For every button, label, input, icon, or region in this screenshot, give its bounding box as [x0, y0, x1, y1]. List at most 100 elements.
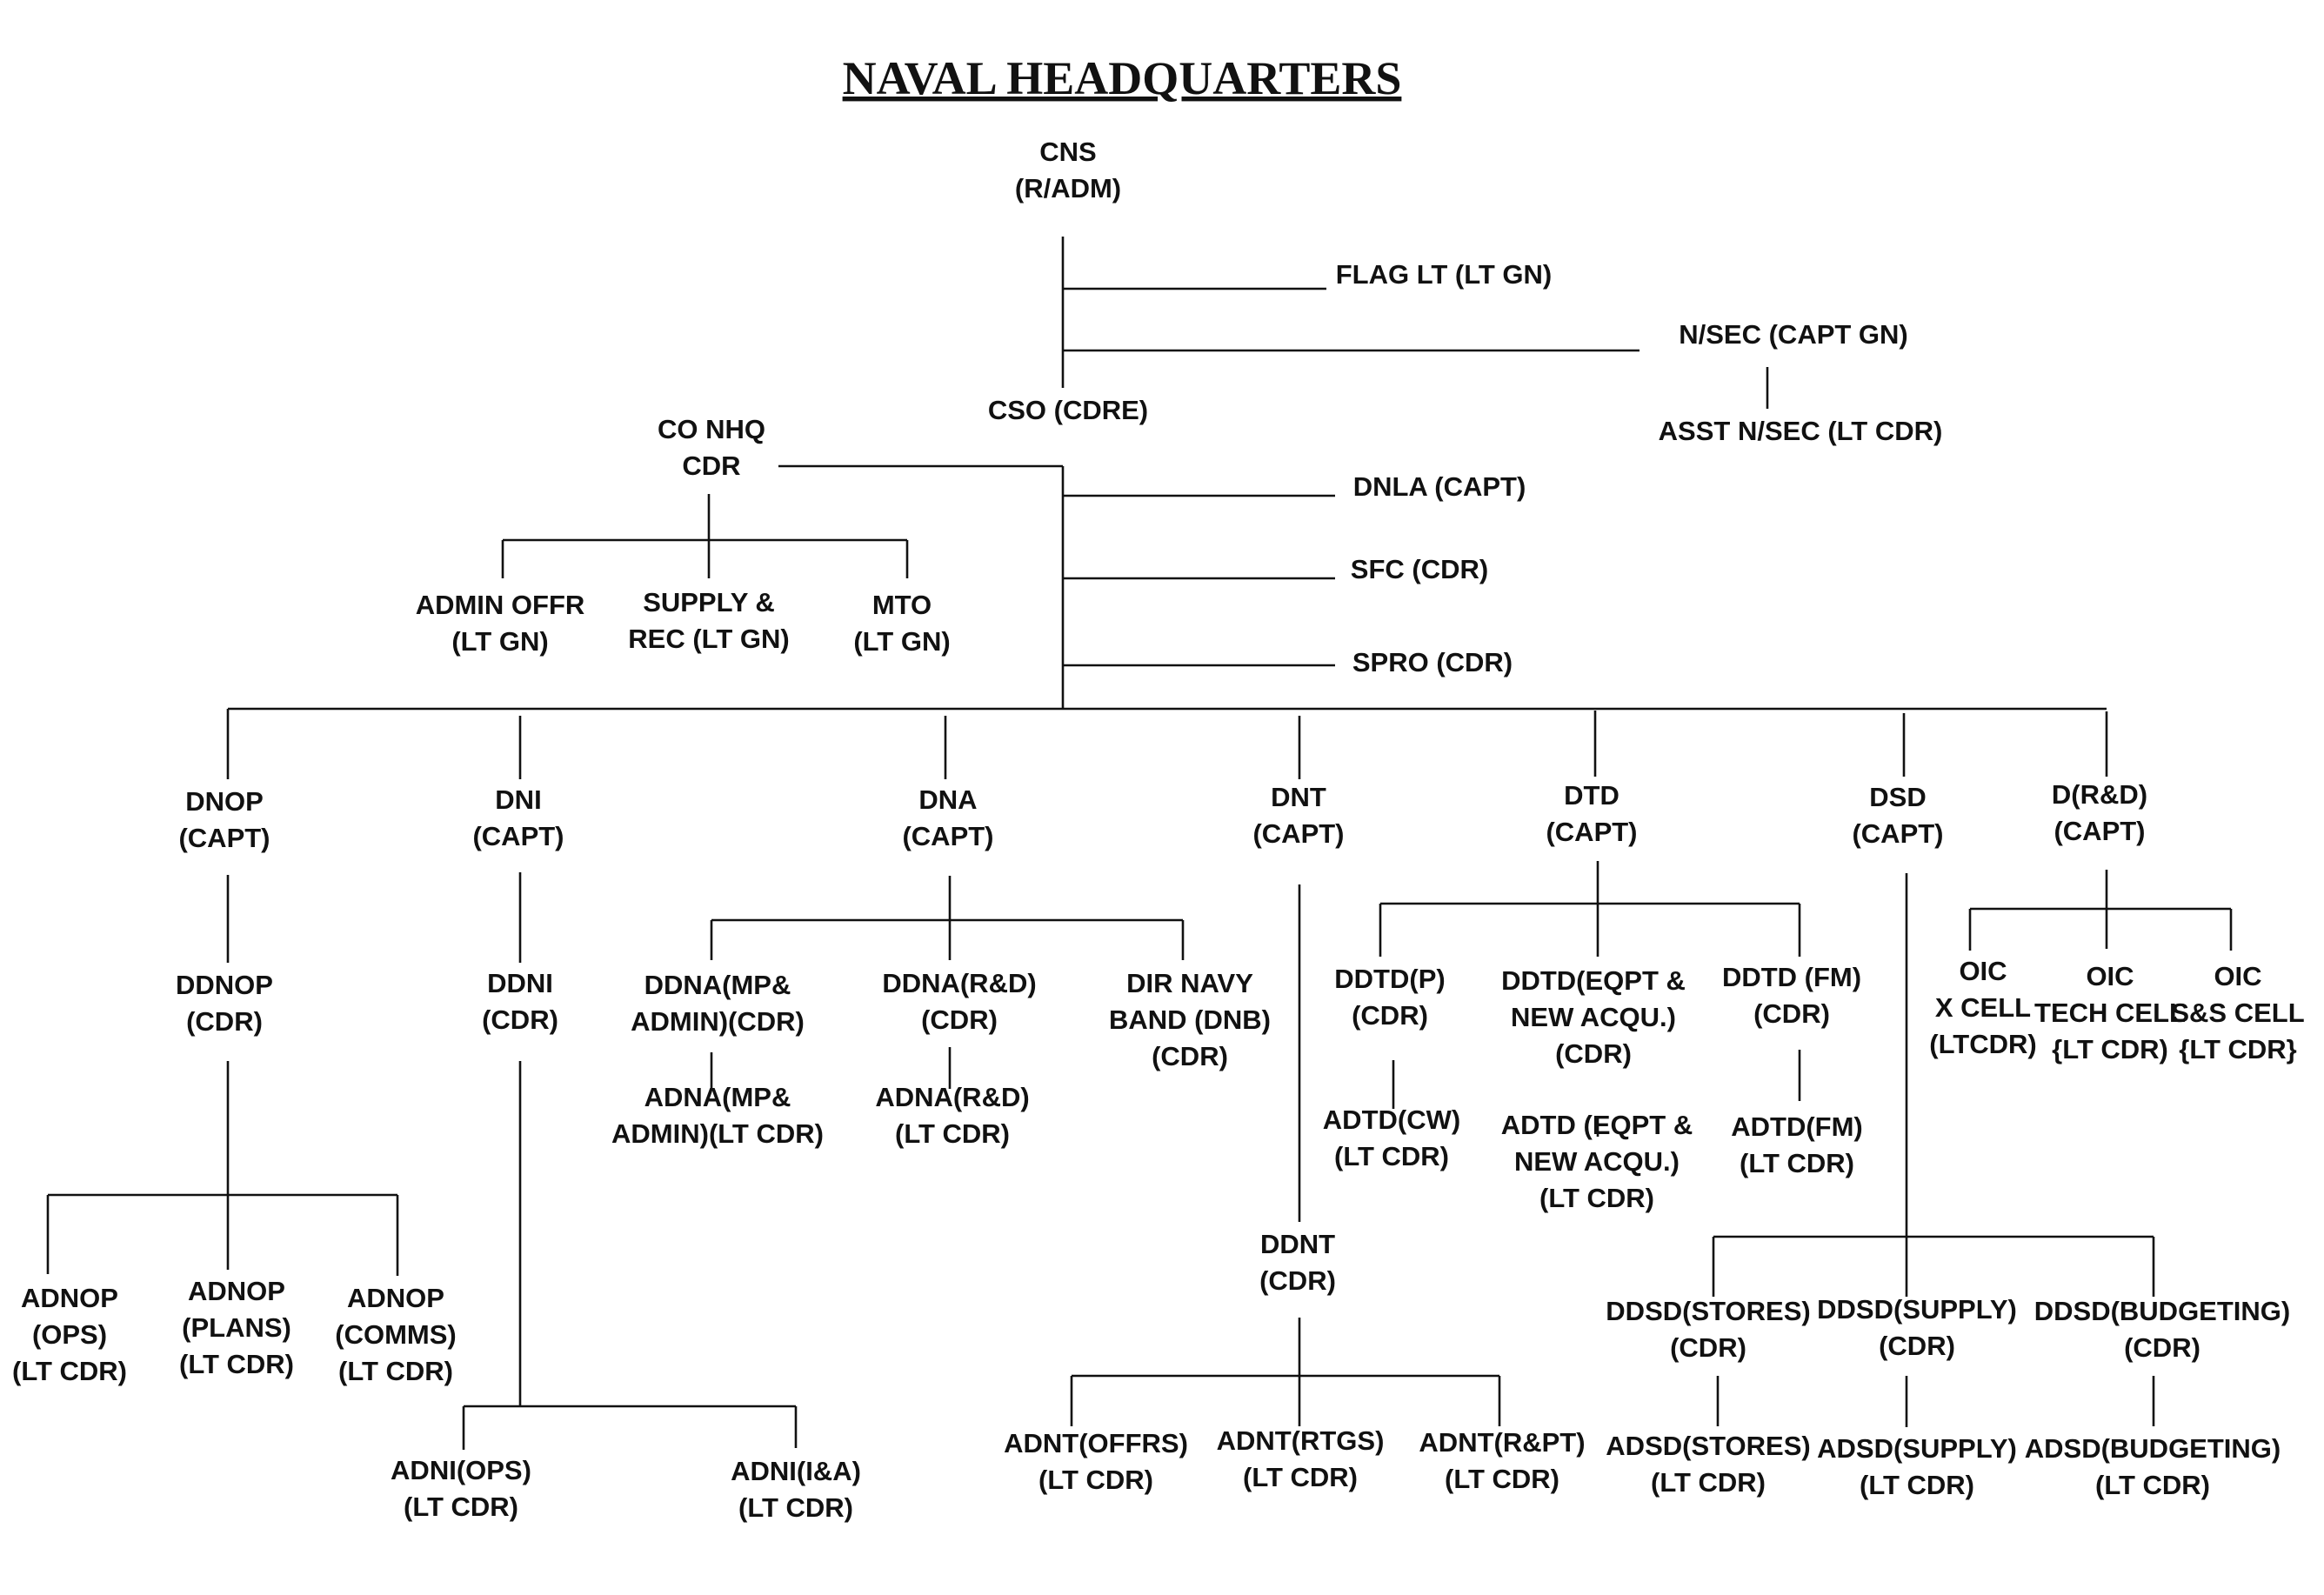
node-line: SUPPLY &: [643, 587, 775, 617]
node-line: DDTD(EQPT &: [1501, 965, 1686, 996]
node-line: REC (LT GN): [628, 624, 789, 654]
node-line: DDSD(STORES): [1606, 1296, 1810, 1326]
node-oic-tech: OIC TECH CELL {LT CDR): [2034, 961, 2186, 1064]
node-line: ADNT(RTGS): [1217, 1425, 1385, 1456]
node-line: ADNI(I&A): [731, 1456, 861, 1486]
node-line: OIC: [2214, 961, 2261, 991]
node-line: D(R&D): [2052, 779, 2147, 810]
node-line: (CDR): [1152, 1041, 1228, 1071]
node-line: (LT CDR): [179, 1349, 294, 1379]
node-admin-offr: ADMIN OFFR (LT GN): [416, 590, 585, 657]
node-adna-mp: ADNA(MP&ADMIN)(LT CDR): [611, 1082, 824, 1149]
node-line: OIC: [2086, 961, 2134, 991]
node-line: DDNA(MP&: [644, 970, 791, 1000]
node-line: (CDR): [1670, 1332, 1746, 1363]
node-adtd-eqpt: ADTD (EQPT &NEW ACQU.)(LT CDR): [1501, 1110, 1693, 1213]
node-co-nhq: CO NHQ CDR: [658, 414, 765, 481]
node-line: CO NHQ: [658, 414, 765, 444]
node-line: CDR: [682, 450, 740, 481]
node-line: (CAPT): [1852, 818, 1943, 849]
node-line: DNA: [918, 784, 977, 815]
node-dna: DNA (CAPT): [902, 784, 993, 851]
node-line: (LT CDR): [1651, 1467, 1766, 1498]
node-line: ADNI(OPS): [391, 1455, 531, 1485]
node-line: (PLANS): [182, 1312, 291, 1343]
node-cso: CSO (CDRE): [988, 395, 1148, 425]
node-line: DDTD(P): [1334, 964, 1445, 994]
node-line: (LT CDR): [1740, 1148, 1854, 1178]
node-line: (CDR): [1352, 1000, 1428, 1031]
node-line: S&S CELL: [2171, 998, 2304, 1028]
node-ddtd-fm: DDTD (FM) (CDR): [1722, 962, 1861, 1029]
node-line: DDNT: [1260, 1229, 1335, 1259]
node-dnla: DNLA (CAPT): [1353, 471, 1526, 502]
node-line: (CDR): [921, 1004, 998, 1035]
node-line: ADMIN OFFR: [416, 590, 585, 620]
node-line: ADMIN)(CDR): [631, 1006, 805, 1037]
node-adnop-ops: ADNOP (OPS) (LT CDR): [12, 1283, 127, 1386]
node-line: BAND (DNB): [1109, 1004, 1271, 1035]
node-line: CSO (CDRE): [988, 395, 1148, 425]
node-ddna-rd: DDNA(R&D)(CDR): [882, 968, 1036, 1035]
node-line: (OPS): [32, 1319, 107, 1350]
node-line: ADTD (EQPT &: [1501, 1110, 1693, 1140]
node-line: (CDR): [1259, 1265, 1336, 1296]
node-line: (CDR): [1555, 1038, 1632, 1069]
node-dnop: DNOP(CAPT): [178, 786, 270, 853]
node-ddnt: DDNT (CDR): [1259, 1229, 1336, 1296]
node-line: OIC: [1959, 956, 2007, 986]
node-line: (LT CDR): [1243, 1462, 1358, 1492]
node-adni-ops: ADNI(OPS)(LT CDR): [391, 1455, 531, 1522]
node-ddtd-p: DDTD(P) (CDR): [1334, 964, 1445, 1031]
node-drd: D(R&D) (CAPT): [2052, 779, 2147, 846]
node-line: (CDR): [1879, 1331, 1955, 1361]
node-line: DIR NAVY: [1126, 968, 1253, 998]
node-line: (CAPT): [1252, 818, 1344, 849]
node-line: (LT GN): [451, 626, 548, 657]
node-line: (LT CDR): [338, 1356, 453, 1386]
node-line: DTD: [1564, 780, 1619, 811]
node-adtd-cw: ADTD(CW) (LT CDR): [1323, 1104, 1460, 1171]
node-line: ADTD(CW): [1323, 1104, 1460, 1135]
node-line: (CAPT): [1546, 817, 1637, 847]
connector-lines: [46, 237, 2233, 1450]
node-line: FLAG LT (LT GN): [1336, 259, 1553, 290]
node-adsd-stores: ADSD(STORES)(LT CDR): [1606, 1431, 1810, 1498]
node-dni: DNI(CAPT): [472, 784, 564, 851]
node-line: (CAPT): [902, 821, 993, 851]
node-line: (LT CDR): [1860, 1470, 1974, 1500]
node-line: ADMIN)(LT CDR): [611, 1118, 824, 1149]
node-line: (LT CDR): [738, 1492, 853, 1523]
node-ddsd-stores: DDSD(STORES) (CDR): [1606, 1296, 1810, 1363]
node-supply-rec: SUPPLY & REC (LT GN): [628, 587, 789, 654]
node-line: ADNOP: [347, 1283, 444, 1313]
node-line: {LT CDR): [2052, 1034, 2168, 1064]
node-line: (LT CDR): [1334, 1141, 1449, 1171]
node-labels: NAVAL HEADQUARTERS CNS(R/ADM)FLAG LT (LT…: [12, 52, 2305, 1523]
node-dtd: DTD (CAPT): [1546, 780, 1637, 847]
node-adtd-fm: ADTD(FM) (LT CDR): [1731, 1111, 1863, 1178]
node-adsd-budgeting: ADSD(BUDGETING)(LT CDR): [2025, 1433, 2281, 1500]
node-line: NEW ACQU.): [1511, 1002, 1676, 1032]
node-line: (CDR): [2124, 1332, 2200, 1363]
node-line: (COMMS): [335, 1319, 456, 1350]
node-line: ADTD(FM): [1731, 1111, 1863, 1142]
node-line: (LT CDR): [12, 1356, 127, 1386]
node-line: DDTD (FM): [1722, 962, 1861, 992]
node-line: NEW ACQU.): [1514, 1146, 1680, 1177]
node-line: DDNOP: [176, 970, 273, 1000]
node-line: DNI: [495, 784, 541, 815]
node-line: (CDR): [1753, 998, 1830, 1029]
node-line: (CDR): [482, 1004, 558, 1035]
node-line: MTO: [872, 590, 932, 620]
node-line: SFC (CDR): [1351, 554, 1488, 584]
node-dsd: DSD(CAPT): [1852, 782, 1943, 849]
node-line: TECH CELL: [2034, 998, 2186, 1028]
node-line: {LT CDR}: [2179, 1034, 2296, 1064]
node-line: (CAPT): [2054, 816, 2145, 846]
node-ddna-mp: DDNA(MP&ADMIN)(CDR): [631, 970, 805, 1037]
node-line: DDSD(BUDGETING): [2034, 1296, 2291, 1326]
node-adnt-rpt: ADNT(R&PT)(LT CDR): [1419, 1427, 1585, 1494]
node-line: ADNOP: [21, 1283, 118, 1313]
